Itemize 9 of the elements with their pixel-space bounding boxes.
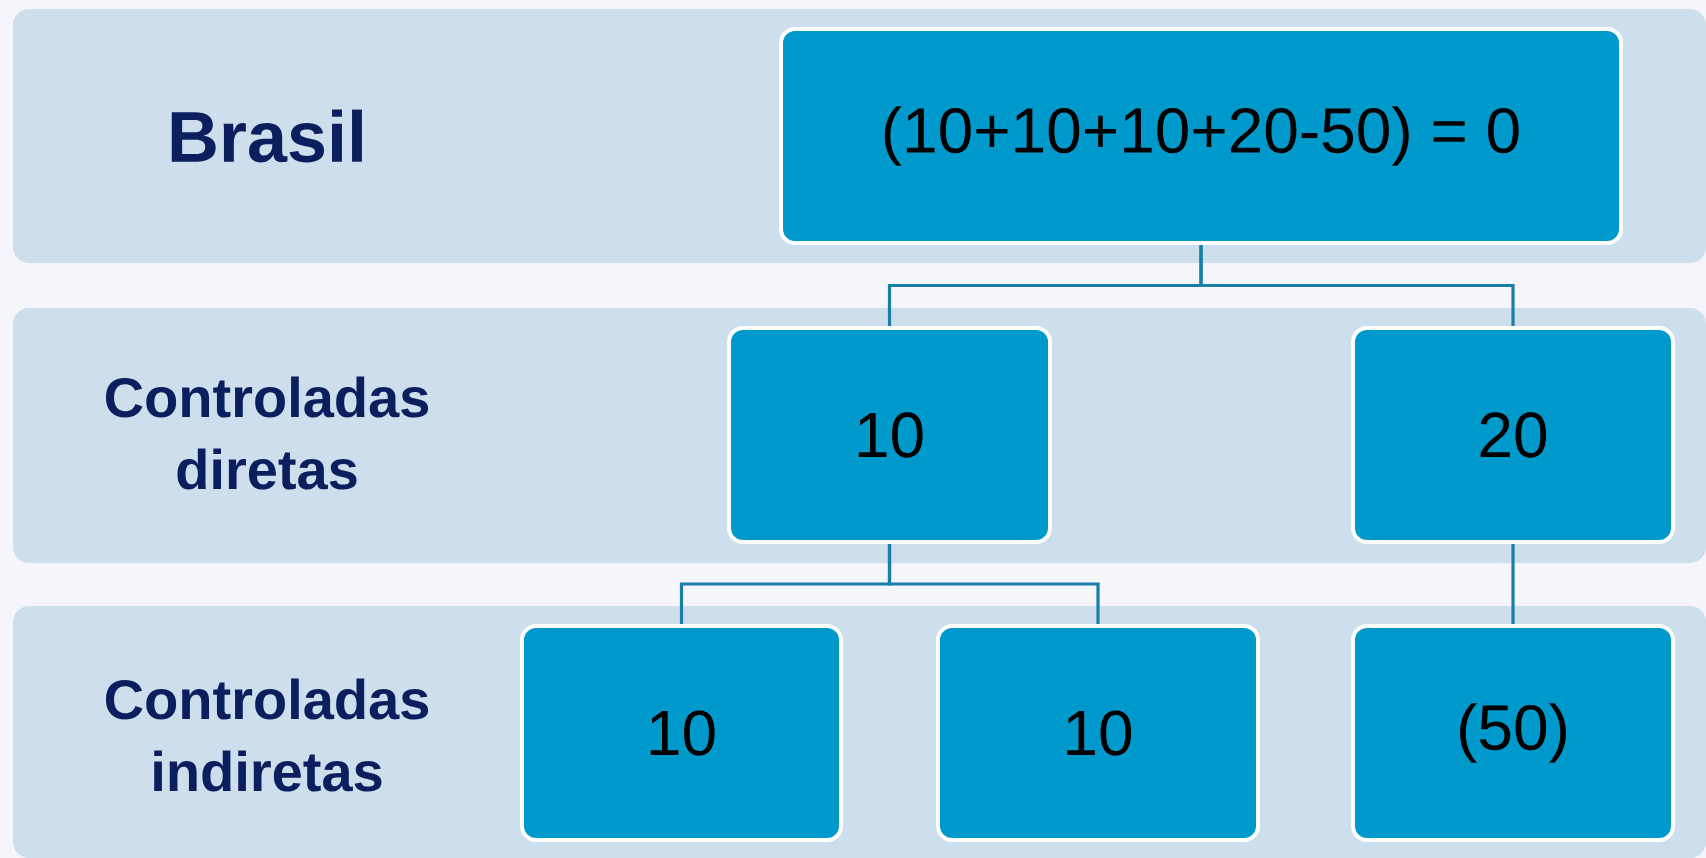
connector-line — [887, 544, 1100, 624]
value-box: 10 — [520, 624, 843, 842]
value-box: (50) — [1351, 624, 1675, 842]
value-box: 10 — [727, 326, 1052, 544]
value-box: 20 — [1351, 326, 1675, 544]
value-box: (10+10+10+20-50) = 0 — [779, 27, 1623, 245]
connector-line — [1199, 245, 1515, 326]
value-box: 10 — [936, 624, 1260, 842]
connector-line — [1511, 544, 1515, 624]
